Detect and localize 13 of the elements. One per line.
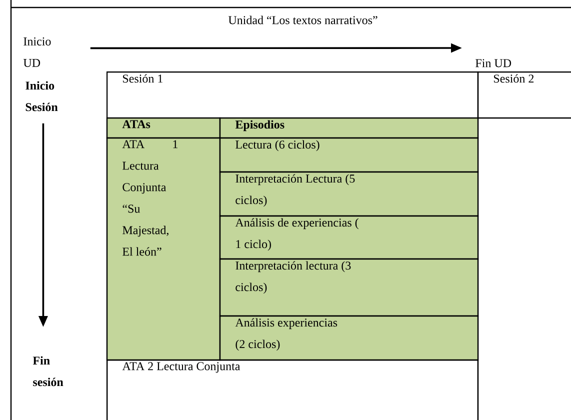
end-label: Fin sesión: [32, 356, 64, 386]
start-label: Inicio UD: [23, 37, 51, 67]
session-box: Sesión 2: [477, 71, 571, 119]
table-cell: Interpretación Lectura (5 ciclos): [219, 171, 479, 217]
table-cell: Lectura (6 ciclos): [219, 137, 479, 173]
title: Unidad “Los textos narrativos”: [228, 16, 378, 24]
table-cell: ATA 2 Lectura Conjunta: [106, 359, 479, 420]
end-label: Fin UD: [476, 59, 512, 68]
table-cell: Interpretación lectura (3 ciclos): [219, 258, 479, 317]
table-header-cell: ATAs: [106, 117, 221, 139]
start-label: Inicio Sesión: [26, 81, 58, 112]
table-cell: Análisis experiencias (2 ciclos): [219, 315, 479, 361]
table-cell: Análisis de experiencias ( 1 ciclo): [219, 215, 479, 260]
